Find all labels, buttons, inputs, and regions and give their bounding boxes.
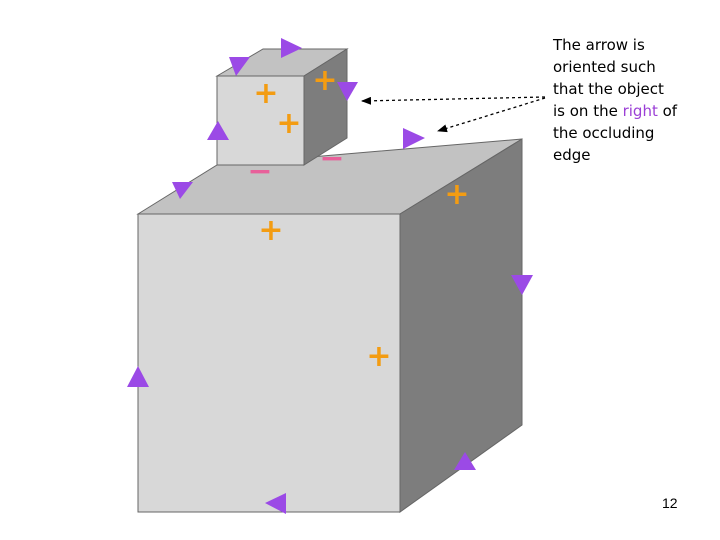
caption-line: The arrow is <box>553 36 645 54</box>
arrow-down-icon <box>229 57 250 76</box>
arrow-right-icon <box>403 128 425 149</box>
arrow-up-icon <box>127 366 149 387</box>
concave-label: − <box>247 154 272 189</box>
big-box-front-face <box>137 213 401 513</box>
convex-label: + <box>366 339 391 374</box>
caption-text: is on the <box>553 102 623 120</box>
caption-text: of <box>657 102 678 120</box>
convex-label: + <box>444 177 469 212</box>
arrow-down-icon <box>511 275 533 295</box>
highlighted-word: right <box>622 102 658 120</box>
concave-label: − <box>319 141 344 176</box>
caption-line: edge <box>553 146 591 164</box>
caption-line: the occluding <box>553 124 655 142</box>
caption-line: is on the right of <box>553 100 713 122</box>
caption-line: that the object <box>553 80 664 98</box>
convex-label: + <box>276 106 301 141</box>
small-box-front-face <box>216 75 305 166</box>
convex-label: + <box>312 63 337 98</box>
page-number: 12 <box>662 495 678 511</box>
arrow-right-icon <box>281 38 302 58</box>
explanation-text: The arrow is oriented such that the obje… <box>553 34 713 166</box>
arrow-up-icon <box>207 121 229 140</box>
arrow-down-icon <box>337 82 358 101</box>
arrow-up-icon <box>454 452 476 470</box>
caption-line: oriented such <box>553 58 656 76</box>
convex-label: + <box>253 76 278 111</box>
convex-label: + <box>258 213 283 248</box>
pointer-arrow-2 <box>437 97 546 133</box>
pointer-arrow-1 <box>361 96 546 105</box>
arrow-down-icon <box>172 182 193 199</box>
arrow-left-icon <box>265 493 286 514</box>
